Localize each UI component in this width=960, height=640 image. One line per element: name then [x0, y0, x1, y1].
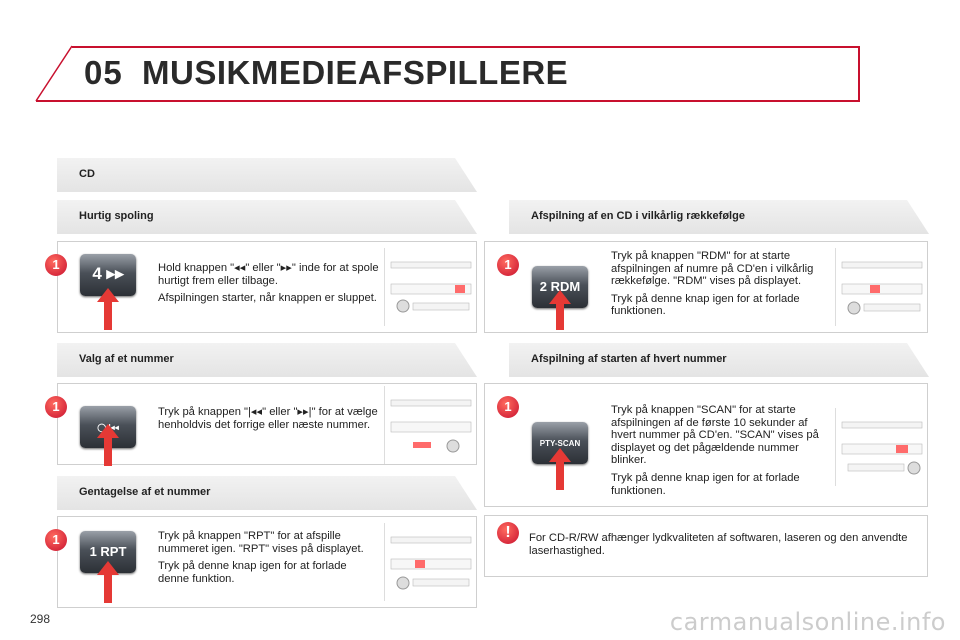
- scan-box: 1 PTY-SCAN Tryk på knappen "SCAN" for at…: [484, 383, 928, 507]
- pty-scan-button-label: PTY-SCAN: [539, 439, 581, 448]
- section-header-random: Afspilning af en CD i vilkårlig rækkeføl…: [509, 200, 929, 234]
- radio-panel-icon: [841, 421, 923, 475]
- rdm-button-label: 2 RDM: [539, 279, 581, 294]
- fast-forward-box: 1 4 ▸▸ Hold knappen "◂◂" eller "▸▸" inde…: [45, 241, 477, 333]
- watermark: carmanualsonline.info: [669, 608, 946, 636]
- arrow-up-icon: [549, 448, 571, 490]
- radio-panel-illustration: [835, 248, 926, 326]
- note-text: For CD-R/RW afhænger lydkvaliteten af so…: [529, 532, 908, 557]
- radio-panel-illustration: [384, 248, 475, 326]
- paragraph: Tryk på denne knap igen for at forlade f…: [611, 471, 800, 497]
- paragraph: Tryk på knappen "RDM" for at starte afsp…: [611, 250, 814, 288]
- scan-text: Tryk på knappen "SCAN" for at starte afs…: [611, 404, 833, 502]
- section-header-fast-forward: Hurtig spoling: [57, 200, 477, 234]
- track-select-heading: Valg af et nummer: [79, 353, 174, 365]
- header-bottom-rule: [36, 100, 860, 102]
- cd-heading: CD: [79, 168, 95, 180]
- paragraph: Tryk på denne knap igen for at forlade d…: [158, 560, 347, 585]
- step-number-badge: 1: [497, 254, 519, 276]
- paragraph: Afspilningen starter, når knappen er slu…: [158, 292, 377, 305]
- paragraph: Tryk på knappen "SCAN" for at starte afs…: [611, 404, 819, 467]
- radio-panel-icon: [841, 261, 923, 315]
- warning-icon: !: [497, 522, 519, 544]
- radio-panel-icon: [390, 399, 472, 453]
- fast-forward-button-label: 4 ▸▸: [92, 264, 124, 283]
- section-header-track-select: Valg af et nummer: [57, 343, 477, 377]
- section-header-cd: CD: [57, 158, 477, 192]
- repeat-heading: Gentagelse af et nummer: [79, 486, 211, 498]
- section-header-repeat: Gentagelse af et nummer: [57, 476, 477, 510]
- rpt-button-icon: 1 RPT: [80, 531, 136, 573]
- radio-panel-icon: [390, 261, 472, 313]
- repeat-text: Tryk på knappen "RPT" for at afspille nu…: [158, 530, 380, 590]
- paragraph: Tryk på knappen "|◂◂" eller "▸▸|" for at…: [158, 406, 378, 431]
- header-right-rule: [858, 46, 860, 101]
- step-number-badge: 1: [45, 396, 67, 418]
- repeat-box: 1 1 RPT Tryk på knappen "RPT" for at afs…: [45, 516, 477, 608]
- track-select-text: Tryk på knappen "|◂◂" eller "▸▸|" for at…: [158, 406, 380, 436]
- paragraph: Hold knappen "◂◂" eller "▸▸" inde for at…: [158, 262, 379, 287]
- step-number-badge: 1: [497, 396, 519, 418]
- fast-forward-heading: Hurtig spoling: [79, 210, 154, 222]
- radio-panel-illustration: [835, 408, 926, 486]
- arrow-up-icon: [97, 288, 119, 330]
- track-select-box: 1 ◯ |◂◂ Tryk på knappen "|◂◂" eller "▸▸|…: [45, 383, 477, 466]
- radio-panel-illustration: [384, 523, 475, 601]
- page-number: 298: [30, 612, 51, 626]
- step-number-badge: 1: [45, 254, 67, 276]
- chapter-number: 05: [84, 54, 123, 91]
- fast-forward-text: Hold knappen "◂◂" eller "▸▸" inde for at…: [158, 262, 380, 310]
- arrow-up-icon: [97, 561, 119, 603]
- step-number-badge: 1: [45, 529, 67, 551]
- section-header-scan: Afspilning af starten af hvert nummer: [509, 343, 929, 377]
- random-box: 1 2 RDM Tryk på knappen "RDM" for at sta…: [484, 241, 928, 333]
- random-heading: Afspilning af en CD i vilkårlig rækkeføl…: [531, 210, 745, 222]
- arrow-up-icon: [549, 290, 571, 330]
- arrow-up-icon: [97, 424, 119, 466]
- header-diagonal-icon: [35, 45, 73, 102]
- radio-panel-illustration: [384, 386, 475, 464]
- random-text: Tryk på knappen "RDM" for at starte afsp…: [611, 250, 833, 323]
- page-title: MUSIKMEDIEAFSPILLERE: [142, 54, 569, 91]
- paragraph: Tryk på knappen "RPT" for at afspille nu…: [158, 530, 364, 555]
- paragraph: Tryk på denne knap igen for at forlade f…: [611, 292, 800, 318]
- note-box: ! For CD-R/RW afhænger lydkvaliteten af …: [484, 515, 928, 577]
- scan-heading: Afspilning af starten af hvert nummer: [531, 353, 727, 365]
- rpt-button-label: 1 RPT: [89, 544, 127, 559]
- header-top-rule: [72, 46, 860, 48]
- radio-panel-icon: [390, 536, 472, 590]
